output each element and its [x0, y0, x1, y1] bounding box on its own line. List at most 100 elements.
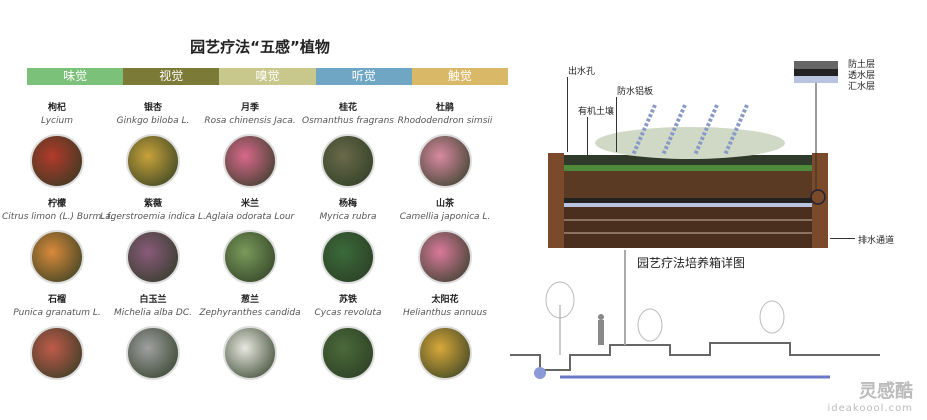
plant-chinese-name: 桂花: [338, 103, 357, 113]
grass-layer: [564, 165, 812, 171]
landscape-section: [510, 250, 880, 379]
label-outlet: 出水孔: [568, 67, 596, 77]
label-waterproof: 防水铝板: [617, 87, 654, 97]
label-drain: 排水通道: [858, 236, 895, 246]
leader-line: [567, 77, 568, 152]
plant-latin-name: Helianthus annuus: [402, 308, 488, 318]
plant-photo: [418, 230, 472, 284]
plant-latin-name: Cycas revoluta: [314, 308, 382, 318]
senses-bar: 味觉 视觉 嗅觉 听觉 触觉: [27, 68, 509, 85]
plant-card: 银杏 Ginkgo biloba L.: [98, 100, 208, 188]
plant-photo: [321, 134, 375, 188]
detail-caption: 园艺疗法培养箱详图: [637, 256, 746, 270]
watermark: 灵感酷 ideakoool.com: [827, 377, 913, 414]
plant-chinese-name: 白玉兰: [139, 295, 167, 305]
plant-chinese-name: 苏铁: [338, 295, 357, 305]
plant-photo: [30, 326, 84, 380]
plant-chinese-name: 太阳花: [431, 295, 459, 305]
plant-card: 苏铁 Cycas revoluta: [293, 292, 403, 380]
plant-chinese-name: 杨梅: [338, 199, 357, 209]
plant-photo: [321, 326, 375, 380]
plant-card: 石榴 Punica granatum L.: [2, 292, 112, 380]
planter-wall-left: [548, 153, 564, 248]
legend-permeable: 透水层: [848, 71, 876, 81]
plant-card: 杨梅 Myrica rubra: [293, 196, 403, 284]
plant-latin-name: Myrica rubra: [319, 212, 377, 222]
plant-chinese-name: 银杏: [143, 103, 162, 113]
plant-card: 葱兰 Zephyranthes candida: [195, 292, 305, 380]
plant-latin-name: Rosa chinensis Jaca.: [204, 116, 296, 126]
plant-chinese-name: 柠檬: [47, 199, 66, 209]
plant-photo: [30, 230, 84, 284]
leader-line: [616, 97, 617, 152]
sense-taste: 味觉: [27, 68, 124, 85]
plant-photo: [30, 134, 84, 188]
plant-latin-name: Zephyranthes candida: [199, 308, 301, 318]
plant-latin-name: Osmanthus fragrans: [302, 116, 394, 126]
plant-latin-name: Camellia japonica L.: [399, 212, 491, 222]
plant-photo: [223, 134, 277, 188]
drain-circle: [810, 189, 826, 205]
sense-hearing: 听觉: [315, 68, 412, 85]
plant-card: 山茶 Camellia japonica L.: [390, 196, 500, 284]
plant-card: 米兰 Aglaia odorata Lour: [195, 196, 305, 284]
sense-sight: 视觉: [123, 68, 220, 85]
base-layer: [564, 207, 812, 248]
legend-swatch-soil: [794, 61, 838, 69]
plant-chinese-name: 枸杞: [47, 103, 66, 113]
plant-latin-name: Punica granatum L.: [13, 308, 101, 318]
page-title: 园艺疗法“五感”植物: [190, 38, 330, 56]
plants-foliage: [595, 127, 785, 159]
plant-photo: [321, 230, 375, 284]
planter-wall-right: [812, 153, 828, 248]
plant-chinese-name: 月季: [240, 103, 259, 113]
legend-swatch-water: [794, 76, 838, 83]
plant-card: 白玉兰 Michelia alba DC.: [98, 292, 208, 380]
plant-card: 柠檬 Citrus limon (L.) Burm. f.: [2, 196, 113, 284]
sunlight-arrows: [631, 104, 749, 156]
plant-layer: [564, 155, 812, 165]
plant-photo: [126, 134, 180, 188]
plant-latin-name: Aglaia odorata Lour: [205, 212, 295, 222]
plant-card: 月季 Rosa chinensis Jaca.: [195, 100, 305, 188]
soil-layer: [564, 171, 812, 198]
plant-photo: [126, 230, 180, 284]
plant-photo: [223, 326, 277, 380]
plant-chinese-name: 米兰: [240, 199, 259, 209]
plant-chinese-name: 石榴: [47, 295, 66, 305]
plant-chinese-name: 杜鹃: [435, 103, 454, 113]
legend-soil: 防土层: [848, 60, 876, 70]
watermark-logo: 灵感酷: [859, 381, 913, 402]
legend-water: 汇水层: [848, 82, 876, 92]
plant-card: 紫薇 Lagerstroemia indica L.: [98, 196, 208, 284]
watermark-url: ideakoool.com: [827, 403, 913, 414]
plant-latin-name: Citrus limon (L.) Burm. f.: [2, 212, 113, 222]
plant-photo: [418, 134, 472, 188]
plant-photo: [418, 326, 472, 380]
plant-card: 太阳花 Helianthus annuus: [390, 292, 500, 380]
sense-smell: 嗅觉: [219, 68, 316, 85]
plant-chinese-name: 紫薇: [143, 199, 162, 209]
plant-card: 桂花 Osmanthus fragrans: [293, 100, 403, 188]
plant-latin-name: Lagerstroemia indica L.: [100, 212, 206, 222]
label-soil: 有机土壤: [578, 107, 615, 117]
plant-card: 杜鹃 Rhododendron simsii: [390, 100, 500, 188]
leader-line: [830, 238, 855, 239]
sense-touch: 触觉: [411, 68, 509, 85]
leader-line: [587, 117, 588, 162]
water-layer: [564, 203, 812, 207]
legend-swatch-permeable: [794, 69, 838, 76]
plant-photo: [126, 326, 180, 380]
plant-card: 枸杞 Lycium: [2, 100, 112, 188]
filter-layer: [564, 198, 812, 203]
plant-latin-name: Lycium: [41, 116, 73, 126]
plant-latin-name: Ginkgo biloba L.: [116, 116, 190, 126]
plant-chinese-name: 葱兰: [240, 295, 259, 305]
plant-latin-name: Rhododendron simsii: [397, 116, 493, 126]
planter-detail-diagram: [510, 61, 880, 379]
plant-latin-name: Michelia alba DC.: [113, 308, 192, 318]
plant-chinese-name: 山茶: [435, 199, 454, 209]
plant-photo: [223, 230, 277, 284]
layer-legend: 防土层 透水层 汇水层: [848, 60, 875, 93]
